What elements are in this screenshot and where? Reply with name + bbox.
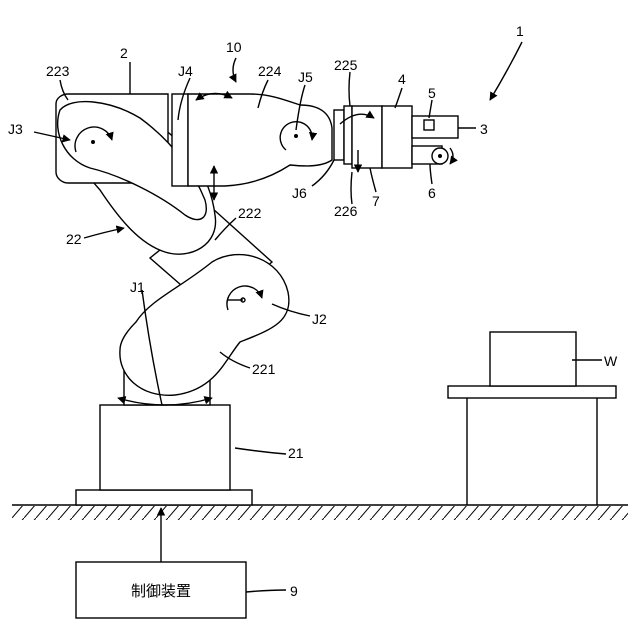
controller-label: 制御装置 [131,583,191,600]
label-tool-mount: 3 [480,121,488,137]
label-upper-link: 222 [238,205,262,221]
ground [12,505,628,520]
sensor [424,120,434,130]
label-j4: J4 [178,63,193,79]
workpiece [490,332,576,386]
label-system: 1 [516,23,524,39]
label-arm-ref: 10 [226,39,242,55]
work-table [448,332,616,505]
label-roller: 6 [428,185,436,201]
label-wrist-a: 225 [334,57,358,73]
wrist-225 [344,106,352,164]
label-base: 21 [288,445,304,461]
label-robot: 2 [120,45,128,61]
forearm [188,94,332,186]
label-controller-ref: 9 [290,583,298,599]
label-j2: J2 [312,311,327,327]
label-flange-unit: 4 [398,71,406,87]
tool-mount [412,116,458,138]
label-j5: J5 [298,69,313,85]
label-joint-part: 7 [372,193,380,209]
wrist-joint [334,110,344,160]
label-wrist-b: 226 [334,203,358,219]
flange-unit [382,106,412,168]
label-arm: 22 [66,231,82,247]
label-j1: J1 [130,279,145,295]
label-lower-arm: 221 [252,361,276,377]
label-workpiece: W [604,353,618,369]
label-j3: J3 [8,121,23,137]
label-sensor: 5 [428,85,436,101]
label-shoulder-link: 223 [46,63,70,79]
label-forearm: 224 [258,63,282,79]
label-j6: J6 [292,185,307,201]
